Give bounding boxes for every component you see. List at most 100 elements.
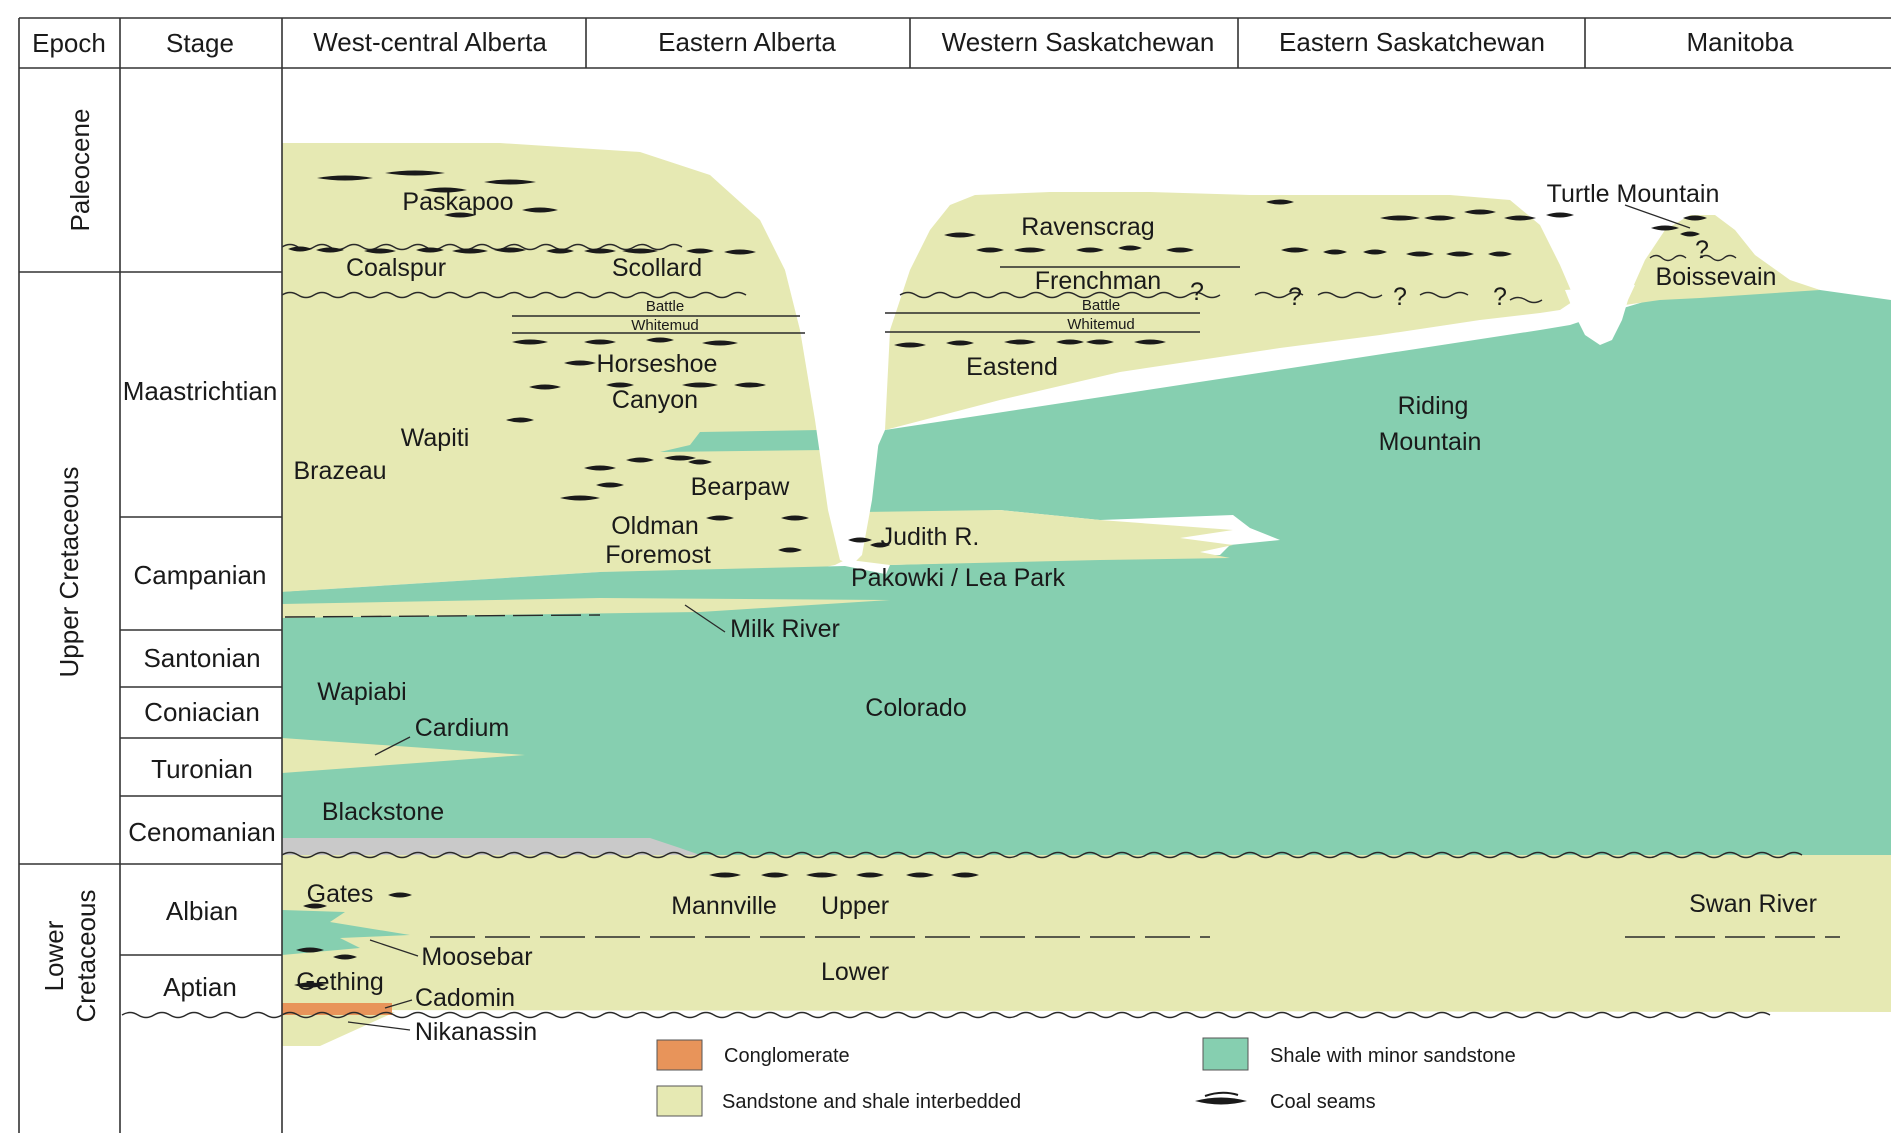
stage-turonian: Turonian [151,754,253,784]
mannville-swan-river-body [282,855,1891,1012]
coal-seam-lens [584,248,616,254]
legend-label-sandstone: Sandstone and shale interbedded [722,1091,1021,1113]
coal-seam-lens [423,187,467,193]
coal-seam-lens [452,248,488,254]
stage-cenomanian: Cenomanian [128,817,275,847]
coal-seam-lens [494,247,526,253]
legend-swatch-sandstone [656,1085,703,1117]
coal-seam-lens [626,457,654,463]
legend-label-shale: Shale with minor sandstone [1270,1045,1516,1067]
frenchman-base-unconformity [899,291,1221,299]
coal-seam-lens [1118,245,1142,251]
stage-campanian: Campanian [134,560,267,590]
label-swan-river: Swan River [1689,890,1817,918]
label-cadomin: Cadomin [415,984,515,1012]
contact-lines [121,243,1840,1019]
coal-seam-lens [596,482,624,488]
coal-seam-lens [848,537,872,543]
pakowki-shale-tongue [282,566,890,604]
legend-swatch-shale [1202,1037,1249,1071]
coal-seam-lens [944,232,976,238]
leader-cadomin [384,999,413,1009]
unconformity-k-pg-west [281,243,683,251]
label-mannville-upper: Upper [821,892,889,920]
stage-albian: Albian [166,896,238,926]
label-mannville-lower: Lower [821,958,889,986]
coal-seam-lens [606,382,634,388]
epoch-lower-cretaceous-line1: Lower [39,920,69,991]
label-battle-east: Battle [1082,297,1120,314]
label-riding: Riding [1398,392,1469,420]
leader-nikanassin [347,1021,411,1031]
judith-river-sand-tongue [850,510,1233,565]
label-wapiti: Wapiti [401,424,470,452]
coal-seam-lens [296,947,324,953]
coal-seam-lens [1166,247,1194,253]
label-colorado: Colorado [865,694,966,722]
header-region-eastern-alberta: Eastern Alberta [658,27,836,57]
coal-seam-lens [1076,247,1104,253]
coal-seam-lens [724,249,756,255]
coal-seam-lens [333,954,357,960]
coal-seam-lens [894,342,926,348]
coal-seam-lens [388,892,412,898]
coal-seam-lens [686,248,714,254]
label-paskapoo: Paskapoo [402,188,513,216]
coal-seam-lens [512,339,548,345]
coal-seam-lens [778,547,802,553]
label-milk-river: Milk River [730,615,840,643]
colorado-riding-mountain-shale [282,285,1891,855]
coal-seam-lens [1134,339,1166,345]
mannville-top-unconformity [281,851,1803,859]
coal-seam-lens [906,872,934,878]
coal-seam-lens [946,340,974,346]
leader-moosebar [369,939,419,957]
leader-milk-river [684,604,726,633]
coal-seam-lens [870,542,890,548]
eastern-sandstone-block [885,192,1575,430]
cardium-sand-wedge [282,738,525,773]
coal-seam-lens [1406,251,1434,257]
leader-cardium [374,736,411,756]
coal-seam-lens [781,515,809,521]
label-mannville: Mannville [671,892,777,920]
coal-seam-lens [484,179,536,185]
unconformity-scollard-base [281,291,747,299]
coal-seam-lens [806,872,838,878]
coal-seam-lens [1086,339,1114,345]
label-horseshoe: Horseshoe [597,350,718,378]
label-gates: Gates [307,880,374,908]
turtle-mountain-block [1625,215,1820,305]
epoch-paleocene: Paleocene [65,109,95,232]
coal-seam-lens [1680,231,1700,237]
label-whitemud-east: Whitemud [1067,316,1135,333]
question-mark-1: ? [1190,278,1204,306]
label-scollard: Scollard [612,254,702,282]
coal-seam-lens [529,384,561,390]
label-ravenscrag: Ravenscrag [1021,213,1154,241]
label-foremost: Foremost [605,541,711,569]
label-cardium: Cardium [415,714,509,742]
stage-aptian: Aptian [163,972,237,1002]
coal-seam-lens [416,247,444,253]
label-coalspur: Coalspur [346,254,446,282]
coal-seam-lens [976,247,1004,253]
label-nikanassin: Nikanassin [415,1018,537,1046]
coal-seam-lens [1014,247,1046,253]
label-wapiabi: Wapiabi [317,678,406,706]
coal-seam-lens [1464,209,1496,215]
coal-seam-lens [506,417,534,423]
legend: Conglomerate Sandstone and shale interbe… [656,1037,1516,1117]
coal-seam-lens [546,248,574,254]
coal-seam-lens [444,212,476,218]
bearpaw-interfinger-upper [660,430,825,452]
coal-seam-lens [294,982,326,988]
coal-seam-lens [1004,339,1036,345]
coal-seam-lens [564,360,596,366]
label-bearpaw: Bearpaw [691,473,791,501]
coal-seam-lens [702,340,738,346]
coal-seam-lens [646,337,674,343]
coal-seam-lens [1056,339,1084,345]
header-stage: Stage [166,28,234,58]
coal-seam-lens [1546,212,1574,218]
